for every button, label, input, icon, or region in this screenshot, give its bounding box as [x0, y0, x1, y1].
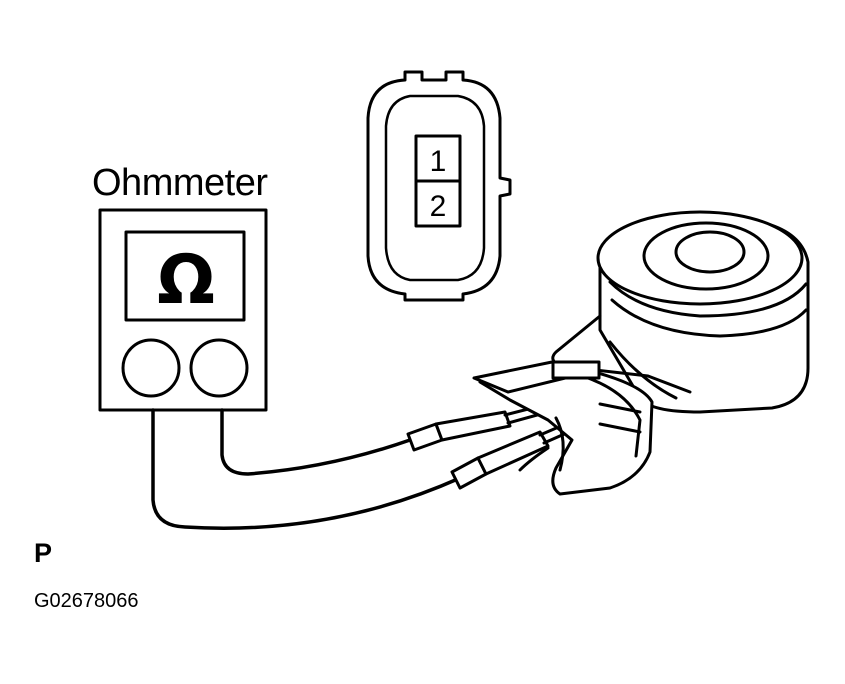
knock-sensor: [472, 210, 810, 496]
ohmmeter-display: [124, 230, 246, 322]
lead-upper: [220, 408, 412, 476]
ohmmeter-body: [98, 208, 268, 412]
probe-jack-left: [121, 338, 181, 398]
terminal-1-label: 1: [430, 145, 447, 178]
reference-letter: P: [34, 538, 53, 568]
ohm-symbol: Ω: [157, 241, 215, 320]
probe-jack-right: [189, 338, 249, 398]
ohmmeter-label: Ohmmeter: [92, 162, 268, 204]
ohmmeter: Ω: [98, 208, 268, 412]
lead-lower: [151, 408, 462, 530]
terminal-2-label: 2: [430, 190, 447, 223]
connector-face: 1 2: [366, 70, 512, 302]
figure-code: G02678066: [34, 590, 139, 612]
test-leads: [151, 408, 462, 530]
